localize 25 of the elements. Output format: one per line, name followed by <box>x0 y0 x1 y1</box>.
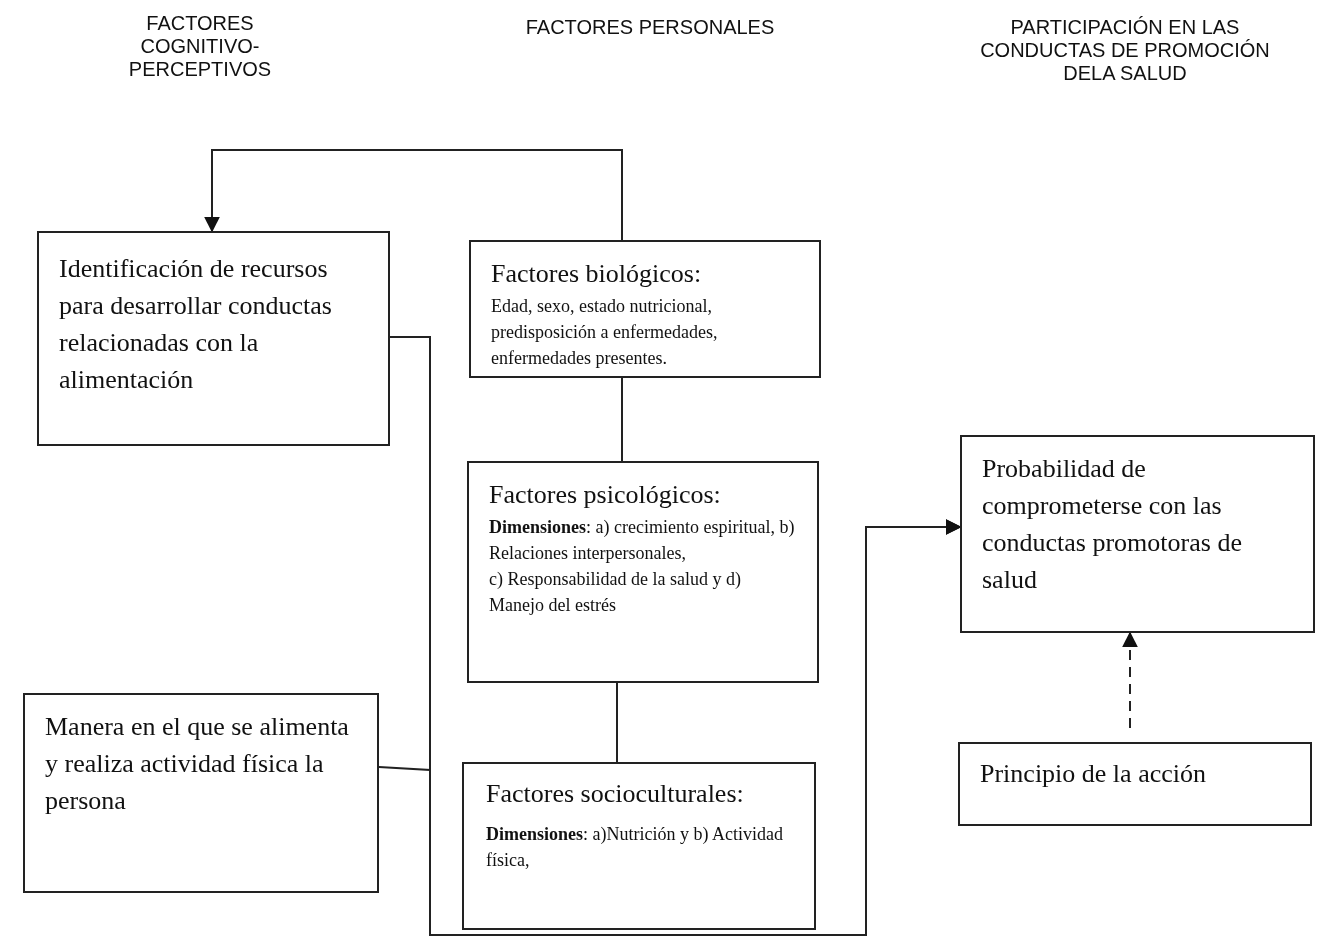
column-heading: FACTORES PERSONALES <box>524 16 776 39</box>
text-box <box>960 435 1315 633</box>
text-box <box>467 461 819 683</box>
box-text: c) Responsabilidad de la salud y d) Manejo del estrés <box>489 568 742 618</box>
box-text: Dimensiones: a)Nutrición y b) Actividad física, <box>486 822 784 872</box>
arrow <box>378 519 962 936</box>
text-box <box>958 742 1312 826</box>
connector-line <box>621 377 623 462</box>
box-text: Principio de la acción <box>980 758 1207 790</box>
connector-line <box>616 682 618 763</box>
arrow <box>204 149 623 241</box>
column-heading: FACTORES COGNITIVO-PERCEPTIVOS <box>127 12 273 81</box>
column-heading: PARTICIPACIÓN EN LAS CONDUCTAS DE PROMOCIÓN DELA SALUD <box>979 16 1271 85</box>
box-text: Edad, sexo, estado nutricional, predisposición a enfermedades, enfermedades presentes. <box>491 294 719 371</box>
box-heading: Factores psicológicos: <box>489 479 722 511</box>
box-text: Probabilidad de comprometerse con las conductas promotoras de salud <box>982 453 1243 596</box>
text-box <box>469 240 821 378</box>
dashed-arrow <box>1122 631 1138 729</box>
text-box <box>23 693 379 893</box>
box-heading: Factores biológicos: <box>491 258 703 290</box>
box-heading: Factores socioculturales: <box>486 778 745 810</box>
box-text: Identificación de recursos para desarrollar conductas relacionadas con la alimentación <box>59 253 333 396</box>
box-text: Manera en el que se alimenta y realiza actividad física la persona <box>45 711 350 817</box>
text-box <box>37 231 390 446</box>
text-box <box>462 762 816 930</box>
